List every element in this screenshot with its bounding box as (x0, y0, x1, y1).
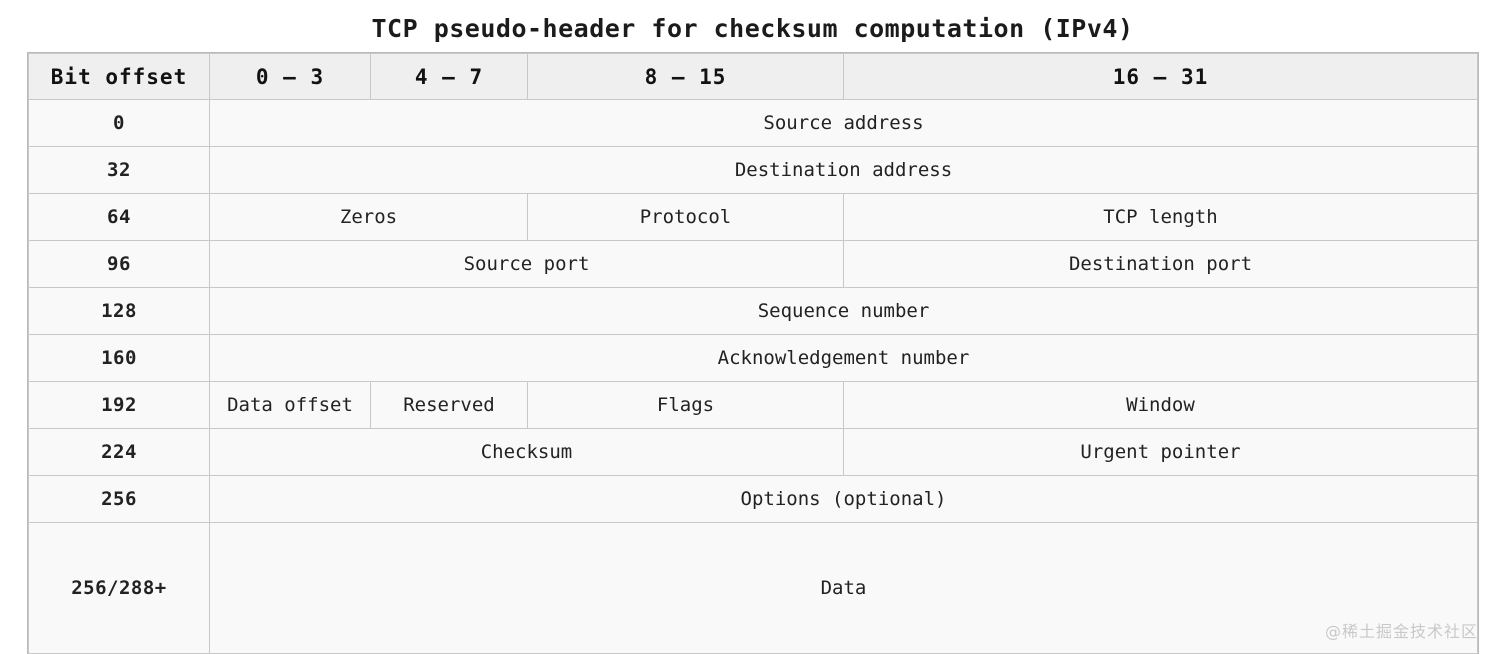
field-cell: Source address (209, 99, 1478, 147)
field-cell: Options (optional) (209, 475, 1478, 523)
column-header-16-31: 16 – 31 (843, 53, 1478, 100)
field-cell: Zeros (209, 193, 528, 241)
table-header-row: Bit offset 0 – 3 4 – 7 8 – 15 16 – 31 (28, 53, 1478, 100)
column-header-8-15: 8 – 15 (527, 53, 844, 100)
field-cell: Flags (527, 381, 844, 429)
bit-offset-cell: 64 (28, 193, 210, 241)
bit-offset-cell: 224 (28, 428, 210, 476)
field-cell: Reserved (370, 381, 528, 429)
bit-offset-cell: 192 (28, 381, 210, 429)
column-header-0-3: 0 – 3 (209, 53, 371, 100)
field-cell: Window (843, 381, 1478, 429)
bit-offset-cell: 256 (28, 475, 210, 523)
field-cell: Acknowledgement number (209, 334, 1478, 382)
field-cell: Data (209, 522, 1478, 654)
field-cell: Sequence number (209, 287, 1478, 335)
bit-offset-cell: 256/288+ (28, 522, 210, 654)
field-cell: Checksum (209, 428, 844, 476)
field-cell: Source port (209, 240, 844, 288)
bit-offset-cell: 0 (28, 99, 210, 147)
page-title: TCP pseudo-header for checksum computati… (371, 14, 1134, 43)
bit-offset-cell: 160 (28, 334, 210, 382)
field-cell: Destination address (209, 146, 1478, 194)
table-head: Bit offset 0 – 3 4 – 7 8 – 15 16 – 31 (28, 53, 1478, 100)
field-cell: TCP length (843, 193, 1478, 241)
table-row: 256/288+Data (28, 522, 1478, 654)
bit-offset-cell: 96 (28, 240, 210, 288)
field-cell: Destination port (843, 240, 1478, 288)
bit-offset-cell: 128 (28, 287, 210, 335)
field-cell: Protocol (527, 193, 844, 241)
bit-offset-cell: 32 (28, 146, 210, 194)
field-cell: Urgent pointer (843, 428, 1478, 476)
field-cell: Data offset (209, 381, 371, 429)
column-header-bit-offset: Bit offset (28, 53, 210, 100)
column-header-4-7: 4 – 7 (370, 53, 528, 100)
